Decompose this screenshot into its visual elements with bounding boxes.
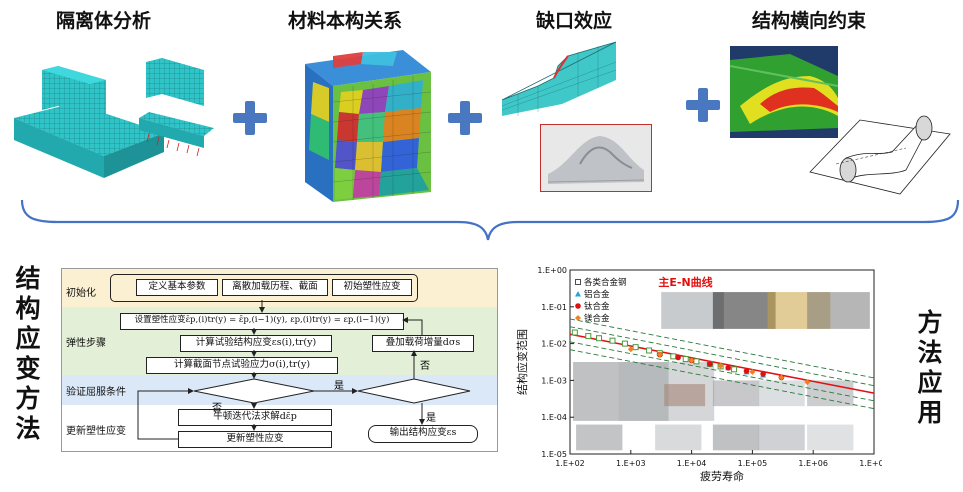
band-label-plastic: 弹性步骤: [66, 338, 106, 349]
title-notch: 缺口效应: [536, 10, 613, 32]
plus-icon: [233, 101, 267, 135]
sample-photo-13: [758, 424, 805, 451]
x-tick-label: 1.E+06: [798, 459, 828, 468]
y-tick-label: 1.E-05: [541, 450, 567, 459]
data-point: [688, 357, 695, 364]
x-tick-label: 1.E+03: [616, 459, 646, 468]
y-tick-label: 1.E-01: [541, 303, 567, 312]
title-isolation: 隔离体分析: [56, 10, 152, 32]
scatter-band-line: [569, 349, 875, 410]
label-yes-load-end: 是: [426, 413, 436, 424]
label-yes-yield: 是: [334, 381, 344, 392]
sample-photo-8: [758, 380, 805, 407]
sample-photo-11: [655, 424, 702, 451]
x-tick-label: 1.E+05: [738, 459, 768, 468]
data-point: [656, 351, 663, 358]
init-group-frame: [110, 274, 418, 302]
data-point: [585, 333, 592, 340]
data-point: [717, 362, 724, 369]
scatter-band-line: [569, 341, 875, 402]
master-en-curve-chart: 1.E+02 1.E+03 1.E+04 1.E+05 1.E+06 1.E+07 1.E+…: [512, 264, 889, 486]
data-point: [632, 344, 639, 351]
x-tick-label: 1.E+02: [555, 459, 585, 468]
box-calc-trial-stress: 计算截面节点试验应力σ(i),tr(y): [146, 357, 338, 374]
data-point: [804, 379, 811, 386]
sample-photo-14: [807, 424, 854, 451]
legend-label: 铝合金: [584, 289, 610, 300]
grouping-brace: [20, 199, 960, 241]
box-define-params: 定义基本参数: [136, 279, 218, 296]
y-tick-label: 1.E-03: [541, 376, 567, 385]
legend-marker: [575, 279, 581, 285]
scatter-band-line: [569, 318, 875, 379]
box-update-plastic-strain: 更新塑性应变: [178, 431, 332, 448]
plus-icon: [448, 101, 482, 135]
box-discrete-loading: 离散加载历程、截面: [222, 279, 328, 296]
data-point: [743, 368, 750, 374]
constraint-fe-image: [730, 46, 838, 138]
y-tick-label: 1.E-04: [541, 413, 567, 422]
data-point: [731, 366, 738, 373]
band-label-verify: 验证屈服条件: [66, 387, 126, 398]
sample-photo-12: [712, 424, 760, 451]
legend-marker: [575, 291, 581, 297]
data-point: [670, 353, 677, 360]
plus-icon: [686, 88, 720, 122]
chart-title: 主E-N曲线: [658, 275, 712, 289]
band-label-init: 初始化: [66, 288, 96, 299]
chart-svg: 1.E+02 1.E+03 1.E+04 1.E+05 1.E+06 1.E+07 1.E+…: [515, 266, 889, 483]
data-point: [693, 358, 700, 365]
legend-label: 镁合金: [584, 313, 610, 324]
method-application-vertical-title: 方法应用: [917, 308, 943, 427]
y-tick-label: 1.E+00: [537, 266, 567, 275]
data-point: [707, 361, 713, 367]
data-point: [778, 374, 785, 381]
box-initial-strain: 初始塑性应变: [332, 279, 412, 296]
legend-label: 各类合金钢: [584, 277, 627, 288]
label-no-load-end: 否: [420, 361, 430, 372]
sample-photo-6: [664, 384, 706, 407]
isolation-model-image: [14, 58, 214, 178]
y-tick-label: 1.E-02: [541, 340, 567, 349]
notch-specimen-photo: [540, 124, 652, 192]
data-point: [646, 347, 653, 354]
data-point: [749, 368, 756, 375]
data-point: [725, 364, 732, 371]
legend-label: 钛合金: [584, 301, 610, 312]
sample-photo-3: [807, 292, 870, 329]
title-material: 材料本构关系: [288, 10, 403, 32]
flowchart-connectors: [137, 300, 471, 440]
sample-photo-10: [576, 424, 623, 451]
x-axis-label: 疲劳寿命: [700, 469, 744, 483]
band-label-update: 更新塑性应变: [66, 426, 126, 437]
y-axis-label: 结构应变范围: [515, 329, 529, 395]
scatter-band-line: [569, 326, 875, 387]
data-point: [627, 346, 634, 353]
label-no-yield: 否: [212, 403, 222, 414]
x-tick-label: 1.E+07: [859, 459, 882, 468]
legend-marker: [575, 303, 581, 309]
sample-photo-7: [712, 380, 760, 407]
data-point: [760, 371, 766, 377]
material-grain-cube-image: [305, 50, 432, 202]
data-point: [609, 337, 616, 344]
x-tick-label: 1.E+04: [677, 459, 707, 468]
box-stack-load-increment: 叠加载荷增量dσs: [372, 335, 474, 352]
strain-method-flowchart: 初始化 弹性步骤 验证屈服条件 更新塑性应变 定义基本参数 离散加载历程、截面 …: [61, 268, 498, 452]
data-point: [675, 354, 681, 361]
data-point: [621, 340, 628, 347]
data-point: [682, 356, 689, 363]
legend-marker: [575, 315, 581, 321]
sample-photo-1: [712, 292, 776, 329]
title-constraint: 结构横向约束: [752, 10, 867, 32]
box-set-plastic-strain: 设置塑性应变ε̄p,(i)tr(y) = ε̄p,(i−1)(y), εp,(i…: [120, 313, 404, 330]
strain-method-vertical-title: 结构应变方法: [15, 264, 41, 443]
data-point: [571, 329, 578, 336]
notch-mesh-image: [501, 41, 617, 116]
constraint-specimen-diagram: [809, 115, 951, 195]
box-output-structural-strain: 输出结构应变εs: [368, 425, 478, 443]
data-point: [596, 335, 603, 342]
